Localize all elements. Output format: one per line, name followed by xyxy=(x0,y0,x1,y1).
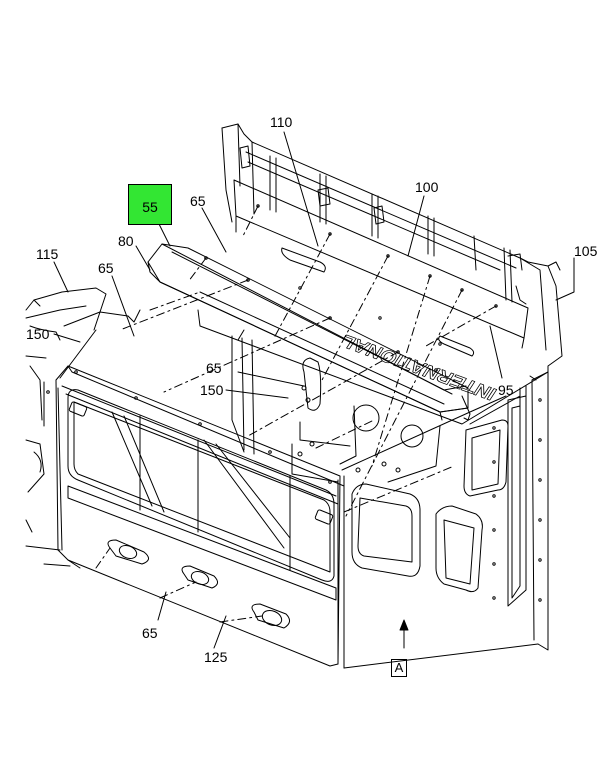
fasteners xyxy=(297,385,401,473)
highlighted-callout-55[interactable]: 55 xyxy=(128,184,172,225)
callout-65-top[interactable]: 65 xyxy=(190,193,206,209)
callout-65-left[interactable]: 65 xyxy=(98,260,114,276)
side-wall xyxy=(25,287,107,533)
back-wall-panel xyxy=(221,123,563,373)
assembly-center-lines xyxy=(95,205,497,623)
callout-80[interactable]: 80 xyxy=(118,233,134,249)
callout-65-middle[interactable]: 65 xyxy=(206,360,222,376)
callout-100[interactable]: 100 xyxy=(415,179,439,195)
callout-110[interactable]: 110 xyxy=(270,114,293,130)
view-arrow xyxy=(399,619,409,649)
header-rail xyxy=(147,243,471,421)
rear-window-panel xyxy=(46,365,345,667)
callout-115[interactable]: 115 xyxy=(36,246,59,262)
cab-front-wall xyxy=(197,309,549,669)
callout-150-left[interactable]: 150 xyxy=(26,326,50,342)
callout-65-bottom[interactable]: 65 xyxy=(142,625,158,641)
floor-outline xyxy=(25,309,141,569)
callout-150-middle[interactable]: 150 xyxy=(200,382,224,398)
callout-105[interactable]: 105 xyxy=(574,243,598,259)
callout-125[interactable]: 125 xyxy=(204,649,228,665)
view-label-box[interactable]: A xyxy=(391,659,407,677)
callout-95[interactable]: 95 xyxy=(498,382,514,398)
leader-lines xyxy=(53,131,575,649)
